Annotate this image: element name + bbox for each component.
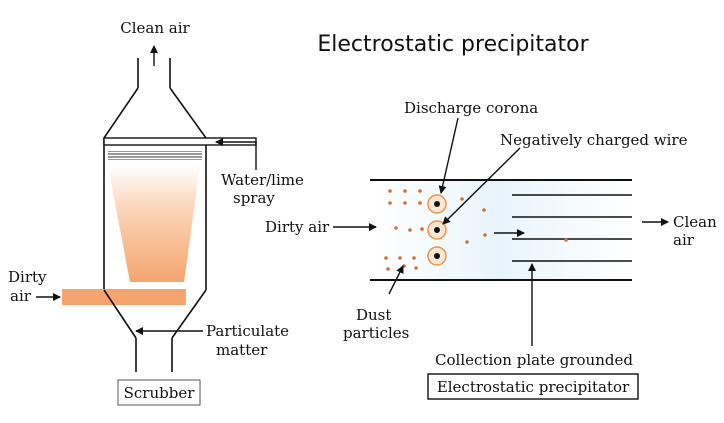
scrubber-caption: Scrubber	[124, 384, 196, 402]
water-lime-label-line2: spray	[233, 189, 275, 207]
scrubber-bottom-cone-right	[171, 289, 207, 339]
dust-label-line2: particles	[343, 324, 409, 342]
water-lime-label-line1: Water/lime	[221, 171, 304, 189]
scrubber-dirty-air-label-line1: Dirty	[8, 268, 47, 286]
precipitator-caption-box	[427, 373, 639, 400]
scrubber-bottom-cone-left	[103, 289, 137, 339]
dust-particles	[384, 189, 568, 271]
precipitator-caption: Electrostatic precipitator	[437, 378, 630, 396]
particulate-label-line1: Particulate	[206, 322, 289, 340]
scrubber-caption-box	[117, 379, 201, 406]
precipitator-dirty-air-label: Dirty air	[265, 218, 330, 236]
negatively-charged-wire-label: Negatively charged wire	[500, 131, 688, 149]
precipitator-clean-air-label-line1: Clean	[673, 213, 717, 231]
particulate-label-line2: matter	[216, 341, 268, 359]
charged-wire-pointer	[442, 147, 521, 225]
scrubber-diagram: Clean air Water/lime spray Dirty air Par…	[8, 19, 304, 406]
precipitator-duct	[370, 180, 632, 280]
precipitator-clean-air-label-line2: air	[673, 231, 695, 249]
scrubber-top-cone-right	[169, 87, 207, 139]
discharge-corona-label: Discharge corona	[404, 99, 538, 117]
scrubber-top-cone-left	[103, 87, 139, 139]
corona-wire-3	[427, 246, 447, 266]
corona-wire-2	[427, 220, 447, 240]
water-spray-arrow	[215, 138, 257, 170]
spray-plume	[108, 166, 200, 282]
dirty-air-inlet-duct	[62, 289, 186, 305]
discharge-corona-pointer	[438, 117, 459, 194]
precipitator-diagram: Discharge corona Negatively charged wire…	[265, 99, 717, 400]
corona-wire-1	[427, 194, 447, 214]
dust-particles-pointer	[388, 265, 404, 295]
dust-label-line1: Dust	[356, 306, 391, 324]
spray-nozzle-hatch	[108, 151, 202, 160]
scrubber-dirty-air-label-line2: air	[10, 287, 32, 305]
scrubber-clean-air-label: Clean air	[120, 19, 190, 37]
collection-plate-label: Collection plate grounded	[435, 351, 633, 369]
page-title: Electrostatic precipitator	[317, 32, 589, 57]
